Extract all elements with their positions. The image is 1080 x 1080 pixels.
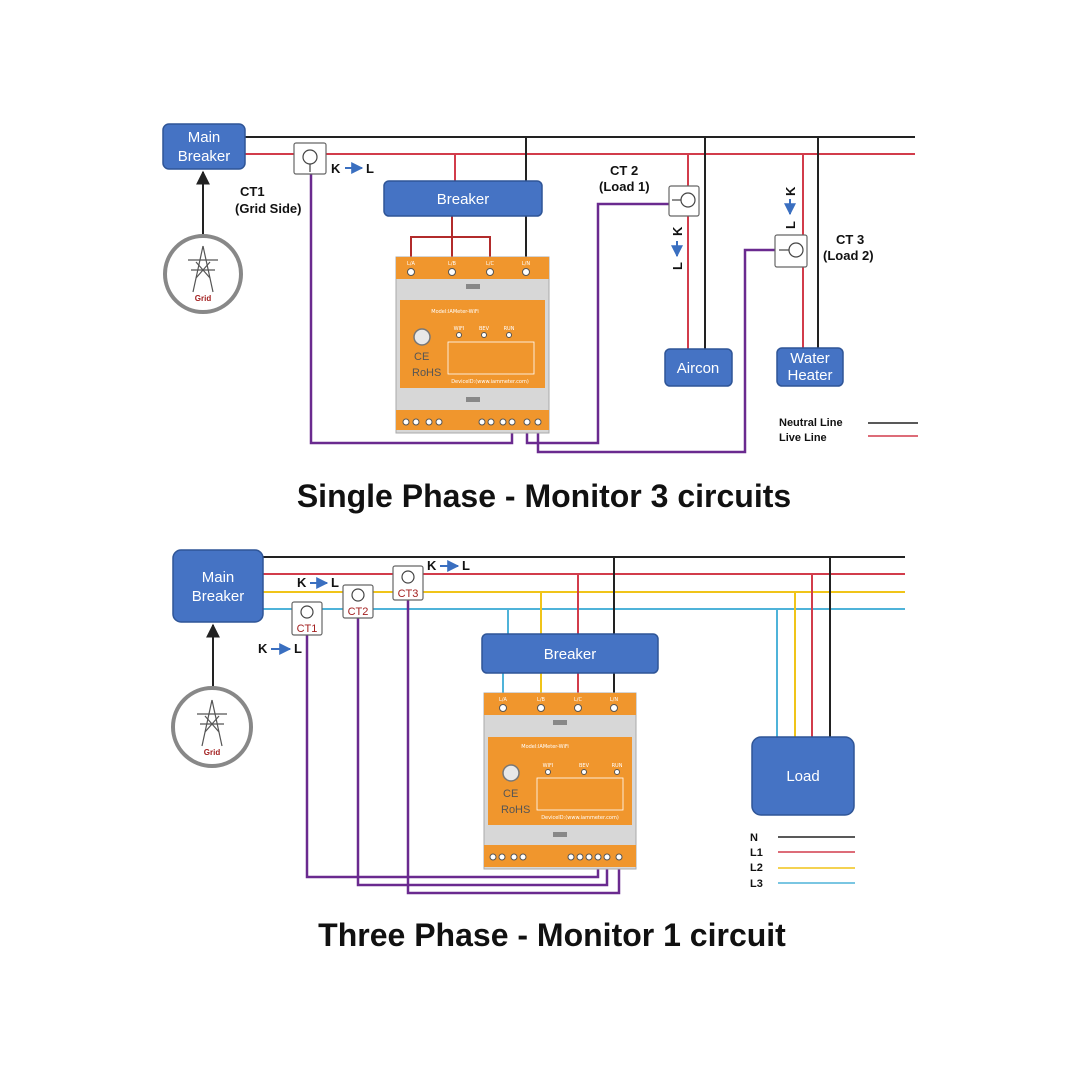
- sp-main-breaker-label-1: Main: [188, 129, 221, 146]
- tp-ct1-label: CT1: [297, 623, 318, 635]
- tp-ct2-l: L: [331, 575, 339, 590]
- tp-ct3-clamp: CT3: [392, 565, 424, 601]
- tp-ct1-l: L: [294, 641, 302, 656]
- sp-ct3-clamp: [774, 234, 808, 268]
- tp-ct3-k: K: [427, 558, 437, 573]
- svg-text:L/B: L/B: [448, 261, 456, 267]
- three-phase-diagram: Main Breaker Grid CT1 K L: [171, 549, 905, 953]
- sp-aircon: [664, 348, 733, 387]
- tp-grid-label: Grid: [204, 748, 221, 757]
- tp-legend-l3: L3: [750, 878, 763, 890]
- tp-breaker: [481, 633, 659, 674]
- sp-meter-ce: CE: [414, 351, 429, 363]
- sp-ct2-l: L: [670, 262, 685, 270]
- tp-load-label: Load: [786, 768, 819, 785]
- sp-legend-live: Live Line: [779, 432, 827, 444]
- sp-main-breaker-label-2: Breaker: [178, 148, 231, 165]
- tp-grid: Grid: [171, 686, 253, 768]
- sp-ct1-k: K: [331, 161, 341, 176]
- tp-ct2-k: K: [297, 575, 307, 590]
- tp-meter-model: Model:IAMeter-WiFi: [521, 744, 568, 750]
- sp-title: Single Phase - Monitor 3 circuits: [297, 478, 791, 514]
- tp-main-breaker-label-1: Main: [202, 569, 235, 586]
- sp-meter-device-id: DeviceID:(www.iammeter.com): [451, 379, 529, 385]
- tp-legend-n: N: [750, 832, 758, 844]
- sp-ct1-clamp: [293, 142, 327, 175]
- sp-breaker: [383, 180, 543, 217]
- svg-text:L/N: L/N: [522, 261, 530, 267]
- svg-text:L/B: L/B: [537, 697, 545, 703]
- tp-ct2-clamp: CT2: [342, 584, 374, 619]
- sp-ct2-clamp: [668, 185, 700, 217]
- sp-grid: Grid: [163, 234, 243, 314]
- tp-legend-l1: L1: [750, 847, 763, 859]
- tp-meter: L/A L/B L/C L/N Model:IAMeter-WiFi CE Ro…: [483, 692, 637, 870]
- tp-main-breaker: [172, 549, 264, 623]
- svg-text:RUN: RUN: [504, 326, 515, 332]
- sp-ct3-l: L: [783, 221, 798, 229]
- sp-grid-label: Grid: [195, 294, 212, 303]
- tp-ct3-label: CT3: [398, 588, 419, 600]
- tp-meter-rohs: RoHS: [501, 804, 530, 816]
- sp-ct1-l: L: [366, 161, 374, 176]
- transmission-tower-icon: [188, 245, 218, 293]
- sp-water-heater: [776, 347, 844, 387]
- tp-meter-device-id: DeviceID:(www.iammeter.com): [541, 815, 619, 821]
- svg-text:L/C: L/C: [574, 697, 582, 703]
- tp-ct1-k: K: [258, 641, 268, 656]
- tp-legend-l2: L2: [750, 862, 763, 874]
- svg-text:RUN: RUN: [612, 763, 623, 769]
- sp-meter: L/A L/B L/C L/N Model:IAMeter-WiFi CE Ro…: [395, 256, 550, 434]
- sp-ct2-k: K: [670, 226, 685, 236]
- sp-ct3-label: CT 3: [836, 232, 864, 247]
- sp-ct3-sublabel: (Load 2): [823, 248, 874, 263]
- sp-ct2-label: CT 2: [610, 163, 638, 178]
- sp-water-heater-label-1: Water: [790, 350, 829, 367]
- sp-meter-rohs: RoHS: [412, 367, 441, 379]
- tp-title: Three Phase - Monitor 1 circuit: [318, 917, 786, 953]
- sp-meter-model: Model:IAMeter-WiFi: [431, 309, 478, 315]
- tp-breaker-label: Breaker: [544, 646, 597, 663]
- svg-text:L/A: L/A: [499, 697, 507, 703]
- tp-load: [751, 736, 855, 816]
- sp-ct1-label: CT1: [240, 184, 265, 199]
- tp-meter-button: [502, 764, 520, 782]
- sp-meter-button: [413, 328, 431, 346]
- svg-text:L/N: L/N: [610, 697, 618, 703]
- tp-meter-ce: CE: [503, 788, 518, 800]
- sp-legend-neutral: Neutral Line: [779, 417, 843, 429]
- sp-ct3-k: K: [783, 186, 798, 196]
- svg-text:BEV: BEV: [479, 326, 490, 332]
- svg-text:BEV: BEV: [579, 763, 590, 769]
- tp-ct2-label: CT2: [348, 606, 369, 618]
- sp-ct1-sublabel: (Grid Side): [235, 201, 301, 216]
- sp-aircon-label: Aircon: [677, 360, 720, 377]
- svg-text:L/A: L/A: [407, 261, 415, 267]
- tp-ct1-clamp: CT1: [291, 601, 323, 636]
- single-phase-diagram: Main Breaker Grid K L CT1 (Grid Side): [162, 123, 918, 514]
- svg-text:WIFI: WIFI: [543, 763, 554, 769]
- svg-text:L/C: L/C: [486, 261, 494, 267]
- tp-ct3-l: L: [462, 558, 470, 573]
- sp-breaker-label: Breaker: [437, 191, 490, 208]
- svg-text:WIFI: WIFI: [454, 326, 465, 332]
- sp-water-heater-label-2: Heater: [787, 367, 832, 384]
- tp-main-breaker-label-2: Breaker: [192, 588, 245, 605]
- sp-main-breaker: [162, 123, 246, 170]
- transmission-tower-icon: [197, 699, 227, 747]
- sp-ct2-sublabel: (Load 1): [599, 179, 650, 194]
